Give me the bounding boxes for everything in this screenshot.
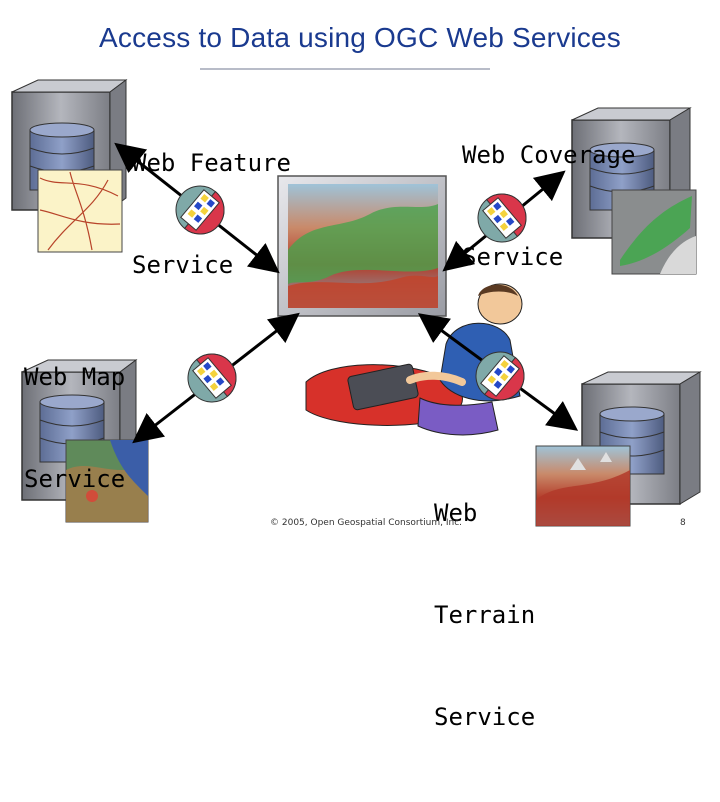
wms-label-line2: Service xyxy=(24,465,126,493)
slide: Access to Data using OGC Web Services xyxy=(11,22,702,731)
wts-label-line2: Terrain xyxy=(434,601,536,629)
title-divider xyxy=(200,68,490,70)
wfs-label-line2: Service xyxy=(132,251,234,279)
connector-icon-wcs xyxy=(477,193,527,243)
road-map-image xyxy=(37,169,123,253)
wms-label-line1: Web Map xyxy=(24,363,126,391)
wfs-label-line1: Web Feature xyxy=(132,149,291,177)
wms-label: Web Map Service xyxy=(24,292,125,564)
map-image xyxy=(65,439,149,523)
wts-label-line1: Web xyxy=(434,499,478,527)
page-number: 8 xyxy=(680,518,686,528)
wcs-label-line2: Service xyxy=(462,243,564,271)
connector-icon-wts xyxy=(475,351,525,401)
wfs-label: Web Feature Service xyxy=(132,78,291,350)
wts-label-line3: Service xyxy=(434,703,536,731)
wcs-label-line1: Web Coverage xyxy=(462,141,636,169)
connector-icon-wms xyxy=(187,353,237,403)
diagram-canvas xyxy=(11,79,702,527)
connector-icon-wfs xyxy=(175,185,225,235)
terrain-frame xyxy=(277,175,447,317)
coverage-image xyxy=(611,189,697,275)
slide-title: Access to Data using OGC Web Services xyxy=(99,22,621,53)
wts-label: Web Terrain Service xyxy=(434,428,535,802)
wcs-label: Web Coverage Service xyxy=(462,70,635,342)
terrain-image xyxy=(535,445,631,527)
copyright-footer: © 2005, Open Geospatial Consortium, Inc. xyxy=(270,518,463,528)
